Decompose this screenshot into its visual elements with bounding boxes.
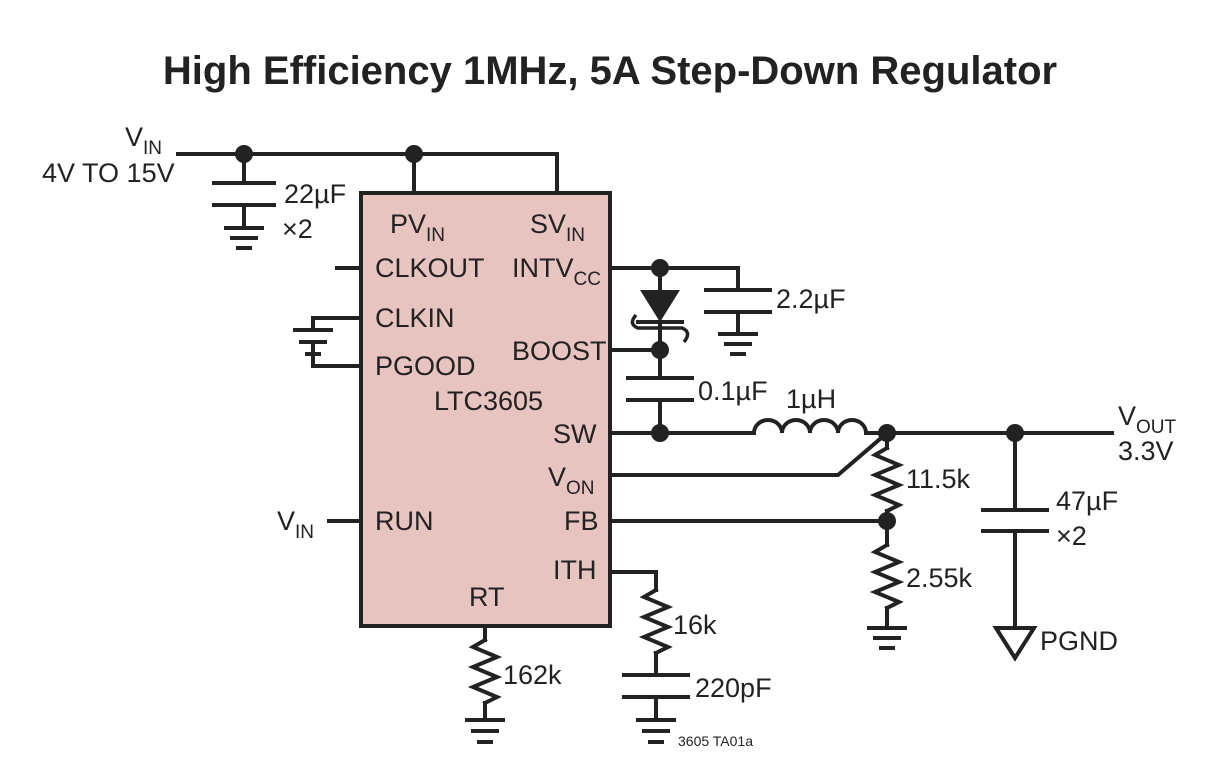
cout-value: 47µF — [1056, 486, 1118, 516]
pgnd-label: PGND — [1040, 626, 1118, 656]
pin-clkout: CLKOUT — [375, 253, 485, 283]
pin-intvcc: INTVCC — [512, 253, 601, 290]
pin-sw: SW — [553, 419, 597, 449]
cout-multiplier: ×2 — [1056, 521, 1087, 551]
r-bottom-value: 2.55k — [906, 563, 973, 593]
cin-multiplier: ×2 — [282, 214, 313, 244]
pin-rt: RT — [469, 582, 505, 612]
rt-network — [465, 624, 505, 744]
pin-clkin: CLKIN — [375, 303, 455, 333]
c-intvcc-value: 2.2µF — [776, 284, 846, 314]
r-ith-value: 16k — [673, 610, 717, 640]
pin-ith: ITH — [553, 555, 597, 585]
input-rail — [176, 145, 559, 250]
inductor-value: 1µH — [786, 384, 836, 414]
left-pins — [293, 266, 363, 523]
vin-range-label: 4V TO 15V — [42, 158, 175, 188]
pin-von: VON — [548, 462, 595, 499]
pin-fb: FB — [564, 506, 599, 536]
run-vin-label: VIN — [277, 506, 314, 543]
pin-pvin: PVIN — [390, 209, 445, 246]
output-network — [608, 418, 1114, 662]
figure-id: 3605 TA01a — [678, 733, 753, 749]
ic-body — [359, 191, 612, 628]
cin-value: 22µF — [284, 179, 346, 209]
vout-value: 3.3V — [1118, 436, 1174, 466]
ic-part-number: LTC3605 — [434, 386, 543, 416]
intvcc-boost-network — [608, 259, 772, 435]
pin-pgood: PGOOD — [375, 351, 476, 381]
page-title: High Efficiency 1MHz, 5A Step-Down Regul… — [163, 49, 1057, 93]
r-rt-value: 162k — [503, 660, 562, 690]
ith-network — [608, 570, 690, 744]
r-top-value: 11.5k — [906, 464, 971, 494]
vin-label: VIN — [125, 122, 162, 159]
pin-boost: BOOST — [512, 336, 607, 366]
pin-run: RUN — [375, 506, 434, 536]
c-boost-value: 0.1µF — [698, 376, 768, 406]
pin-svin: SVIN — [530, 209, 585, 246]
vout-label: VOUT — [1118, 401, 1177, 438]
c-ith-value: 220pF — [695, 673, 772, 703]
